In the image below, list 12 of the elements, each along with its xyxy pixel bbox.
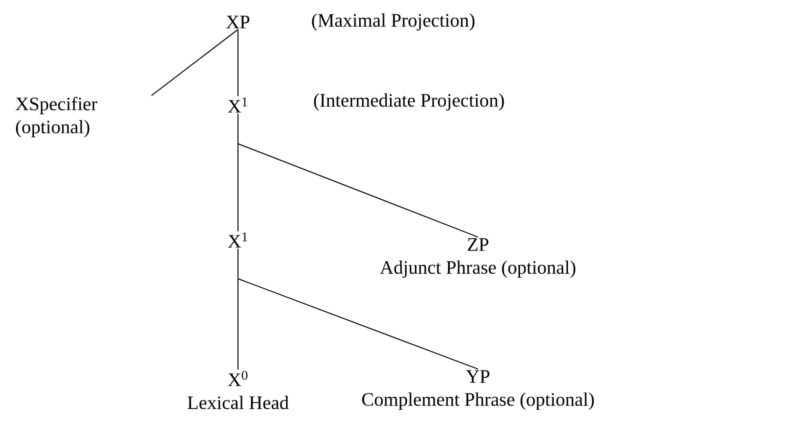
tree-branch <box>238 113 478 238</box>
tree-node-label: X$^{1}$ <box>228 97 248 113</box>
tree-node-label: XP <box>226 16 250 28</box>
tree-node-label: X$^{1}$ <box>228 232 248 248</box>
tree-node-label: X$^{0}$ Lexical Head <box>188 370 289 410</box>
tree-node-label: ZP Adjunct Phrase (optional) <box>380 238 576 278</box>
tree-node-label: XSpecifier (optional) <box>16 96 98 138</box>
tree-node-label: YP Complement Phrase (optional) <box>362 370 594 410</box>
projection-label: (Intermediate Projection) <box>314 93 504 111</box>
tree-branch <box>150 28 238 96</box>
projection-label: (Maximal Projection) <box>312 13 474 31</box>
tree-branch <box>238 248 478 370</box>
